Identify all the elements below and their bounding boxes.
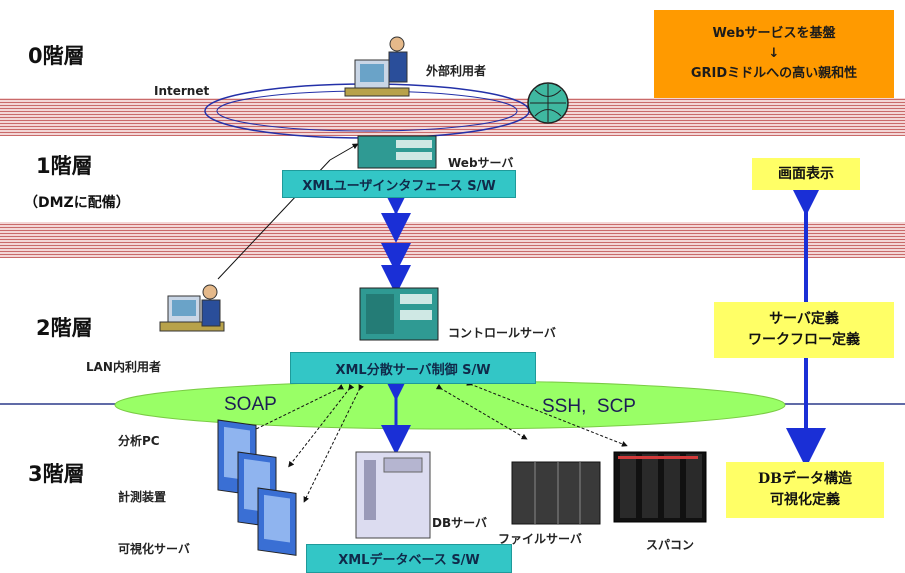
- measurement-label: 計測装置: [118, 490, 167, 504]
- firewall-band-top: [0, 98, 905, 136]
- layer-2-label: 2階層: [36, 316, 93, 340]
- firewall-band-middle: [0, 222, 905, 258]
- screen-display-callout: 画面表示: [752, 158, 860, 190]
- file-server-label: ファイルサーバ: [498, 532, 582, 546]
- lan-user-figure: [159, 284, 225, 332]
- ssh-scp-label: SSH, SCP: [542, 396, 636, 417]
- external-user-label: 外部利用者: [426, 64, 487, 78]
- analysis-pc-label: 分析PC: [118, 434, 160, 448]
- db-server-figure: [355, 451, 431, 539]
- xml-dist-box: XML分散サーバ制御 S/W: [290, 352, 536, 384]
- network-bus-ellipse: [114, 380, 786, 430]
- server-def-line1: サーバ定義: [769, 311, 839, 327]
- layer-0-label: 0階層: [28, 44, 85, 68]
- ui-connector: [329, 143, 359, 161]
- db-struct-line1: DBデータ構造: [758, 471, 852, 487]
- layer-1-label: 1階層: [36, 154, 93, 178]
- supercomputer-label: スパコン: [646, 538, 695, 552]
- supercomputer-figure: [613, 451, 707, 523]
- control-server-label: コントロールサーバ: [448, 326, 556, 340]
- db-struct-line2: 可視化定義: [770, 492, 840, 508]
- db-server-label: DBサーバ: [432, 516, 487, 530]
- server-def-callout: サーバ定義 ワークフロー定義: [714, 302, 894, 358]
- web-server-label: Webサーバ: [448, 156, 514, 170]
- server-def-line2: ワークフロー定義: [748, 332, 860, 348]
- viz-server-label: 可視化サーバ: [118, 542, 190, 556]
- xml-db-box: XMLデータベース S/W: [306, 544, 512, 573]
- globe-figure: [527, 82, 569, 124]
- web-server-figure: [357, 135, 437, 169]
- internet-ring-inner: [216, 90, 518, 132]
- internet-label: Internet: [154, 84, 210, 98]
- external-user-figure: [344, 36, 410, 97]
- file-server-figure: [511, 461, 601, 525]
- web-services-callout: Webサービスを基盤 ↓ GRIDミドルへの高い親和性: [654, 10, 894, 98]
- lan-user-label: LAN内利用者: [86, 360, 161, 374]
- web-services-arrow: ↓: [768, 46, 780, 61]
- xml-ui-box: XMLユーザインタフェース S/W: [282, 170, 516, 198]
- stacked-servers-figure: [217, 419, 297, 556]
- link-viz: [303, 383, 365, 503]
- layer-1-note: （DMZに配備）: [24, 195, 130, 211]
- web-services-line1: Webサービスを基盤: [712, 26, 836, 41]
- layer-3-label: 3階層: [28, 462, 85, 486]
- link-supercomputer: [466, 380, 628, 447]
- control-server-figure: [359, 287, 439, 341]
- web-services-line2: GRIDミドルへの高い親和性: [690, 66, 858, 81]
- db-struct-callout: DBデータ構造 可視化定義: [726, 462, 884, 518]
- screen-display-text: 画面表示: [778, 165, 834, 182]
- soap-label: SOAP: [224, 394, 277, 415]
